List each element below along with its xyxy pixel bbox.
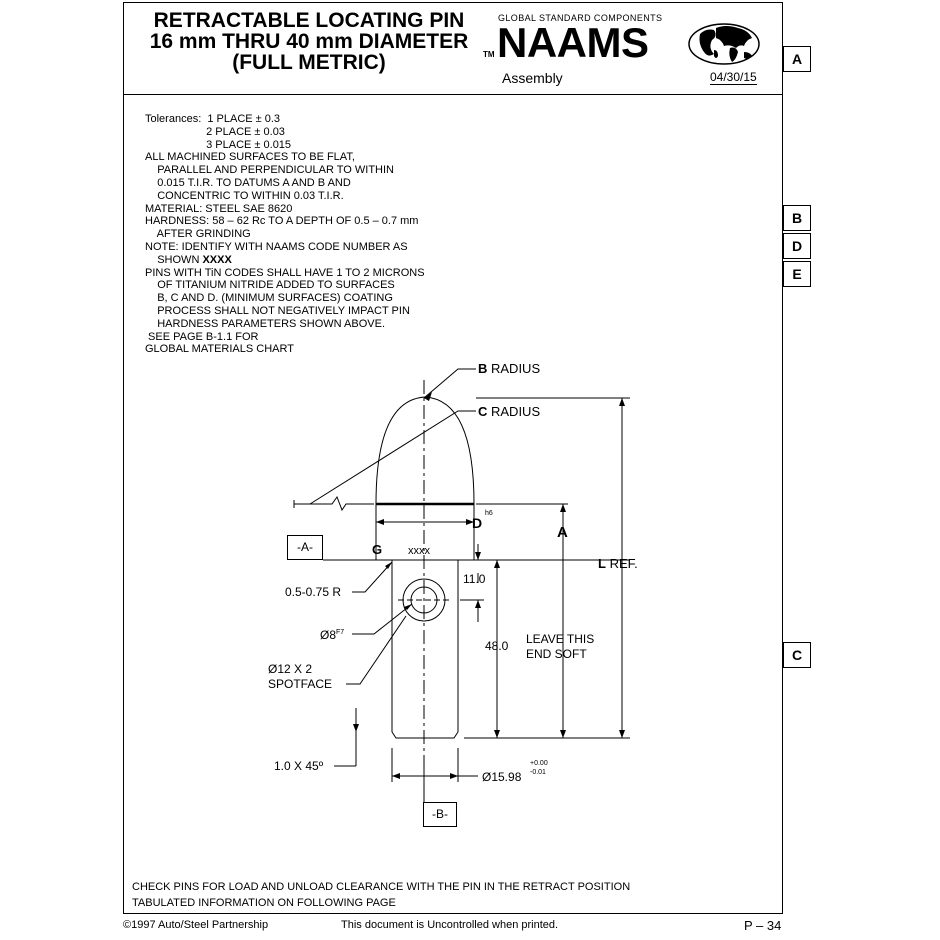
note-line: PARALLEL AND PERPENDICULAR TO WITHIN <box>145 164 394 177</box>
tab-a[interactable]: A <box>783 46 811 72</box>
spotface-line-1: Ø12 X 2 <box>268 662 313 676</box>
leave-soft-line-2: END SOFT <box>526 647 587 661</box>
b-radius-label: B RADIUS <box>478 361 540 376</box>
hole-fit: F7 <box>336 629 345 636</box>
revision-date: 04/30/15 <box>710 70 757 85</box>
tab-d[interactable]: D <box>783 233 811 259</box>
datum-a-box: -A- <box>287 535 323 560</box>
radius-note: 0.5-0.75 R <box>285 585 342 599</box>
b-letter: B <box>478 361 488 376</box>
section-label: Assembly <box>502 70 563 86</box>
c-letter: C <box>478 404 488 419</box>
a-dimension-label: A <box>557 524 568 541</box>
copyright-text: ©1997 Auto/Steel Partnership <box>123 919 269 931</box>
note-line: MATERIAL: STEEL SAE 8620 <box>145 202 293 215</box>
dim-11-label: 11.0 <box>463 572 486 586</box>
title-line-2: 16 mm THRU 40 mm DIAMETER <box>149 30 469 53</box>
note-line: 3 PLACE ± 0.015 <box>145 138 292 151</box>
d-letter: D <box>472 515 483 531</box>
l-letter: L <box>598 556 606 571</box>
diameter-1598-label: Ø15.98 <box>482 770 522 784</box>
tolerance-lower: -0.01 <box>530 769 546 776</box>
note-code: XXXX <box>202 253 232 266</box>
header-divider <box>123 94 783 95</box>
b-radius-text: RADIUS <box>487 361 541 376</box>
tolerance-notes: Tolerances: 1 PLACE ± 0.3 2 PLACE ± 0.03… <box>145 113 425 356</box>
page-number: P – 34 <box>744 918 782 933</box>
page-title: RETRACTABLE LOCATING PIN 16 mm THRU 40 m… <box>123 10 495 73</box>
disclaimer-text: This document is Uncontrolled when print… <box>341 919 559 931</box>
title-line-3: (FULL METRIC) <box>232 51 386 74</box>
title-line-1: RETRACTABLE LOCATING PIN <box>153 9 465 32</box>
g-label: G <box>372 542 383 557</box>
tab-c[interactable]: C <box>783 642 811 668</box>
l-ref-text: REF. <box>605 556 638 571</box>
note-line: OF TITANIUM NITRIDE ADDED TO SURFACES <box>145 279 395 292</box>
note-line: CONCENTRIC TO WITHIN 0.03 T.I.R. <box>145 189 344 202</box>
note-line: Tolerances: 1 PLACE ± 0.3 <box>145 113 281 125</box>
drawing-frame <box>123 2 783 914</box>
c-radius-text: RADIUS <box>487 404 541 419</box>
datum-b-box: -B- <box>423 802 457 827</box>
note-line: 0.015 T.I.R. TO DATUMS A AND B AND <box>145 176 351 189</box>
brand-tagline: GLOBAL STANDARD COMPONENTS <box>498 13 663 23</box>
hole-diameter-label: Ø8F7 <box>320 628 344 642</box>
note-line: AFTER GRINDING <box>145 228 251 241</box>
spotface-line-2: SPOTFACE <box>268 677 333 691</box>
hole-dia: Ø8 <box>320 628 337 642</box>
note-line-text: SHOWN <box>145 253 203 266</box>
brand-logo-text: NAAMS <box>497 19 649 66</box>
c-radius-label: C RADIUS <box>478 404 540 419</box>
note-line: PROCESS SHALL NOT NEGATIVELY IMPACT PIN <box>145 304 410 317</box>
note-line: NOTE: IDENTIFY WITH NAAMS CODE NUMBER AS <box>145 240 408 253</box>
tab-e[interactable]: E <box>783 261 811 287</box>
code-mark: xxxx <box>408 545 430 557</box>
dim-48-label: 48.0 <box>485 639 509 653</box>
leave-soft-line-1: LEAVE THIS <box>526 632 595 646</box>
chamfer-note: 1.0 X 45º <box>274 759 324 773</box>
note-line: GLOBAL MATERIALS CHART <box>145 343 294 356</box>
note-line: B, C AND D. (MINIMUM SURFACES) COATING <box>145 292 393 305</box>
note-line: SHOWN XXXX <box>145 254 425 267</box>
note-line: HARDNESS PARAMETERS SHOWN ABOVE. <box>145 317 386 330</box>
note-line: PINS WITH TiN CODES SHALL HAVE 1 TO 2 MI… <box>145 266 425 279</box>
note-line: ALL MACHINED SURFACES TO BE FLAT, <box>145 151 355 164</box>
bottom-note-line: TABULATED INFORMATION ON FOLLOWING PAGE <box>132 897 396 909</box>
trademark-mark: TM <box>483 50 495 59</box>
d-tolerance-class: h6 <box>485 510 493 517</box>
tab-b[interactable]: B <box>783 205 811 231</box>
bottom-note-line: CHECK PINS FOR LOAD AND UNLOAD CLEARANCE… <box>132 881 631 893</box>
d-label: D <box>472 515 482 531</box>
tolerance-upper: +0.00 <box>530 760 548 767</box>
note-line: HARDNESS: 58 – 62 Rc TO A DEPTH OF 0.5 –… <box>145 215 419 228</box>
note-line: 2 PLACE ± 0.03 <box>145 125 285 138</box>
l-ref-label: L REF. <box>598 556 638 571</box>
note-line: SEE PAGE B-1.1 FOR <box>145 330 259 343</box>
